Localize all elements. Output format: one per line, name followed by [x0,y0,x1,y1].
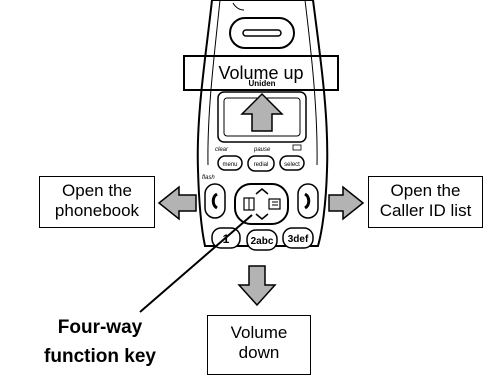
menu-button-label: menu [222,162,237,168]
open-phonebook-line-2: phonebook [54,201,140,220]
soft-key-clear: clear [215,147,229,153]
flash-label: flash [202,175,215,181]
open-phonebook-line-1: Open the [62,181,132,200]
key-3def-label: 3def [288,234,309,245]
handset-inner-line-right [304,0,318,166]
menu-button[interactable]: menu [217,155,243,171]
soft-key-pause: pause [253,147,271,153]
key-2abc-label: 2abc [251,236,274,247]
select-button[interactable]: select [279,155,305,171]
talk-icon [211,192,218,210]
open-phonebook-arrow [157,185,197,221]
four-way-function-key-label: Four-way function key [0,313,200,371]
redial-button[interactable]: redial [247,155,275,172]
talk-button[interactable] [204,183,226,219]
key-3def[interactable]: 3def [282,227,314,249]
open-caller-id-arrow [328,185,365,221]
volume-down-arrow [237,265,277,307]
soft-key-icon [292,144,302,151]
end-button[interactable] [297,183,319,219]
open-caller-id-line-2: Caller ID list [379,201,472,220]
four-way-key-leader-line [139,214,253,313]
volume-down-line-2: down [238,343,280,362]
key-label-line-2: function key [44,346,156,367]
nav-up-chevron-icon [255,188,269,195]
open-phonebook-callout: Open the phonebook [39,176,155,228]
key-label-line-1: Four-way [57,317,143,338]
key-2abc[interactable]: 2abc [246,229,278,251]
select-button-label: select [284,162,300,168]
volume-up-callout: Volume up [183,55,339,91]
open-caller-id-callout: Open the Caller ID list [368,176,483,228]
brand-logo: Uniden [248,79,275,88]
key-1-label: 1 [223,232,230,246]
volume-up-text: Volume up [218,63,304,83]
redial-button-label: redial [254,162,269,168]
volume-down-callout: Volume down [207,315,311,375]
nav-down-chevron-icon [255,213,269,220]
earpiece-mark [232,2,245,11]
phonebook-icon [243,197,255,211]
earpiece-slot [242,29,282,37]
open-caller-id-line-1: Open the [390,181,461,200]
caller-id-icon [268,198,281,210]
handset-inner-line [207,0,221,166]
volume-up-arrow [240,92,284,132]
volume-down-line-1: Volume [230,323,288,342]
four-way-function-key[interactable] [234,183,289,225]
end-icon [304,192,311,210]
